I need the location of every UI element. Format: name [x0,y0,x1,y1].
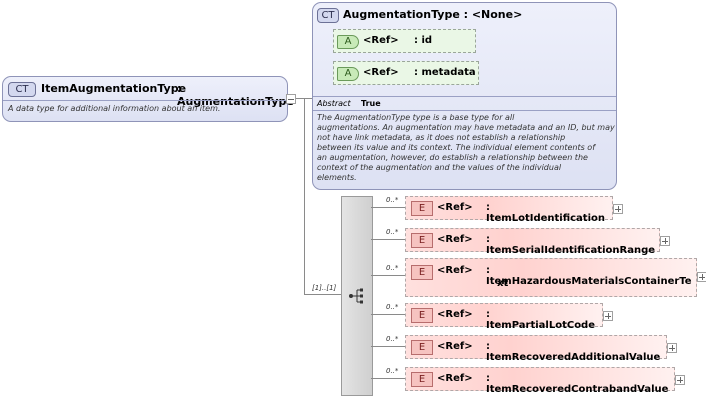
element-badge: E [411,372,433,387]
element-name: : ItemSerialIdentificationRange [486,234,656,256]
el-connector [371,346,405,347]
aug-divider-2 [313,110,616,111]
el-connector [371,207,405,208]
element-ref: <Ref> [437,202,473,213]
seq-connector [304,294,341,295]
collapse-toggle[interactable] [286,94,296,104]
root-divider [3,100,287,101]
element-item-serial-identification-range[interactable]: E <Ref> : ItemSerialIdentificationRange [405,228,660,256]
element-name: : ItemHazardousMaterialsContainerTe [486,265,692,287]
root-description: A data type for additional information a… [8,104,221,113]
aug-doc-line: not have link metadata, as it does not e… [317,133,566,142]
expand-toggle[interactable] [697,272,706,282]
aug-connector [304,98,312,99]
sequence-cardinality: [1]..[1] [312,284,337,292]
attribute-id[interactable]: A <Ref> : id [333,29,476,53]
root-type-name: ItemAugmentationType [41,82,187,95]
element-cardinality: 0..* [386,264,399,272]
abstract-value: True [361,99,381,108]
aug-doc-line: augmentations. An augmentation may have … [317,123,615,132]
element-item-partial-lot-code[interactable]: E <Ref> : ItemPartialLotCode [405,303,603,331]
complex-type-badge: CT [317,8,339,23]
element-item-lot-identification[interactable]: E <Ref> : ItemLotIdentification [405,196,613,224]
augmentation-type-box[interactable]: CT AugmentationType : <None> A <Ref> : i… [312,2,617,190]
attribute-ref: <Ref> [363,67,399,78]
element-ref: <Ref> [437,309,473,320]
element-item-recovered-additional-value[interactable]: E <Ref> : ItemRecoveredAdditionalValue [405,335,667,363]
el-connector [371,378,405,379]
element-badge: E [411,308,433,323]
element-ref: <Ref> [437,373,473,384]
aug-divider [313,96,616,97]
element-badge: E [411,233,433,248]
element-name: : ItemRecoveredContrabandValue [486,373,669,395]
element-ref: <Ref> [437,265,473,276]
aug-doc-line: between its value and its context. The i… [317,143,596,152]
augmentation-type-title: AugmentationType : <None> [343,8,523,21]
expand-toggle[interactable] [660,236,670,246]
trunk-connector [304,98,305,294]
el-connector [371,275,405,276]
element-cardinality: 0..* [386,196,399,204]
root-type-box[interactable]: CT ItemAugmentationType : AugmentationTy… [2,76,294,122]
el-connector [371,314,405,315]
attribute-name: : id [414,35,433,46]
complex-type-badge: CT [8,82,36,97]
element-name: : ItemPartialLotCode [486,309,595,331]
attribute-badge: A [337,35,359,49]
expand-toggle[interactable] [667,343,677,353]
sequence-compositor[interactable] [341,196,373,396]
element-badge: E [411,340,433,355]
element-name-continued: xt [497,278,509,289]
attribute-name: : metadata [414,67,476,78]
element-item-recovered-contraband-value[interactable]: E <Ref> : ItemRecoveredContrabandValue [405,367,675,395]
element-name: : ItemRecoveredAdditionalValue [486,341,661,363]
root-connector [296,98,304,99]
attribute-ref: <Ref> [363,35,399,46]
aug-doc-line: elements. [317,173,357,182]
element-cardinality: 0..* [386,303,399,311]
element-cardinality: 0..* [386,335,399,343]
element-ref: <Ref> [437,341,473,352]
element-badge: E [411,201,433,216]
attribute-badge: A [337,67,359,81]
element-name: : ItemLotIdentification [486,202,605,224]
el-connector [371,239,405,240]
sequence-icon [349,288,363,304]
aug-doc-line: context of the augmentation and the valu… [317,163,562,172]
expand-toggle[interactable] [603,311,613,321]
element-cardinality: 0..* [386,367,399,375]
root-type-base: : AugmentationType [177,82,294,108]
element-ref: <Ref> [437,234,473,245]
expand-toggle[interactable] [675,375,685,385]
aug-doc-line: an augmentation, however, do establish a… [317,153,588,162]
abstract-label: Abstract [317,99,351,108]
element-cardinality: 0..* [386,228,399,236]
attribute-metadata[interactable]: A <Ref> : metadata [333,61,479,85]
element-badge: E [411,265,433,280]
expand-toggle[interactable] [613,204,623,214]
aug-doc-line: The AugmentationType type is a base type… [317,113,515,122]
element-item-hazardous-materials-container-text[interactable]: E <Ref> : ItemHazardousMaterialsContaine… [405,258,697,297]
